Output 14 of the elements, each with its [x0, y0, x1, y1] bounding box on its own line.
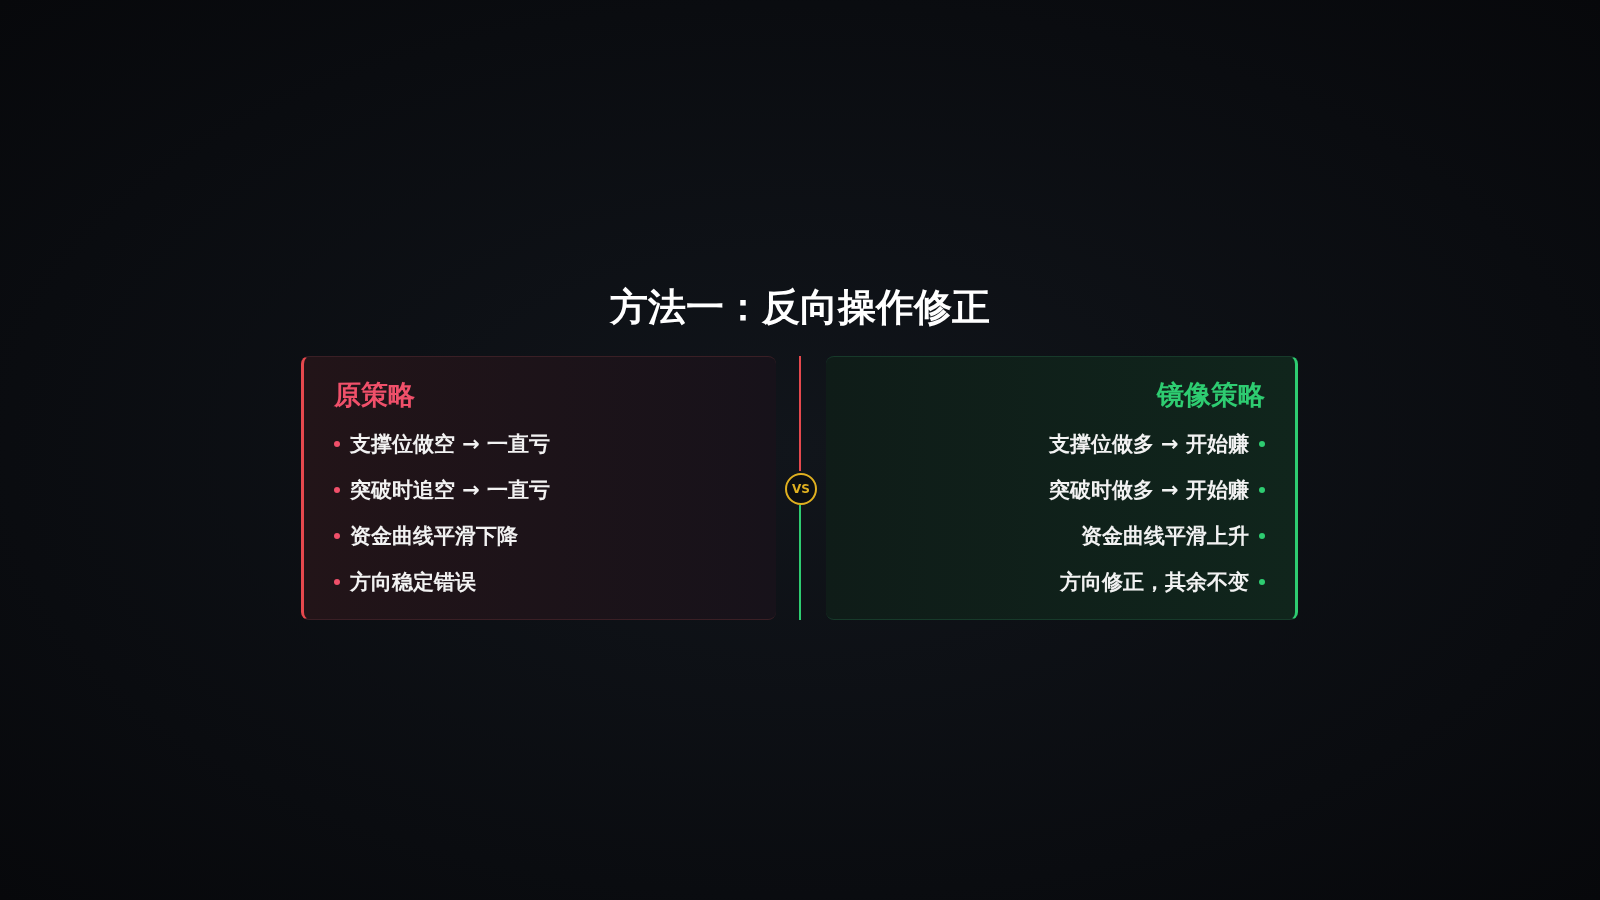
list-item: 突破时追空 → 一直亏 — [350, 477, 551, 504]
list-item: 方向修正，其余不变 — [1060, 569, 1249, 596]
list-item: 方向稳定错误 — [350, 569, 476, 596]
card-heading: 原策略 — [334, 378, 415, 412]
list-item: 资金曲线平滑下降 — [350, 523, 518, 550]
title-heading: 方法一：反向操作修正 — [610, 284, 990, 331]
comparison-card — [826, 356, 1298, 620]
comparison-card — [301, 356, 776, 620]
versus-badge: VS — [785, 473, 817, 505]
card-heading: 镜像策略 — [1157, 378, 1265, 412]
list-item: 支撑位做空 → 一直亏 — [350, 431, 551, 458]
list-item: 突破时做多 → 开始赚 — [1048, 477, 1249, 504]
list-item: 资金曲线平滑上升 — [1081, 523, 1249, 550]
list-item: 支撑位做多 → 开始赚 — [1048, 431, 1249, 458]
